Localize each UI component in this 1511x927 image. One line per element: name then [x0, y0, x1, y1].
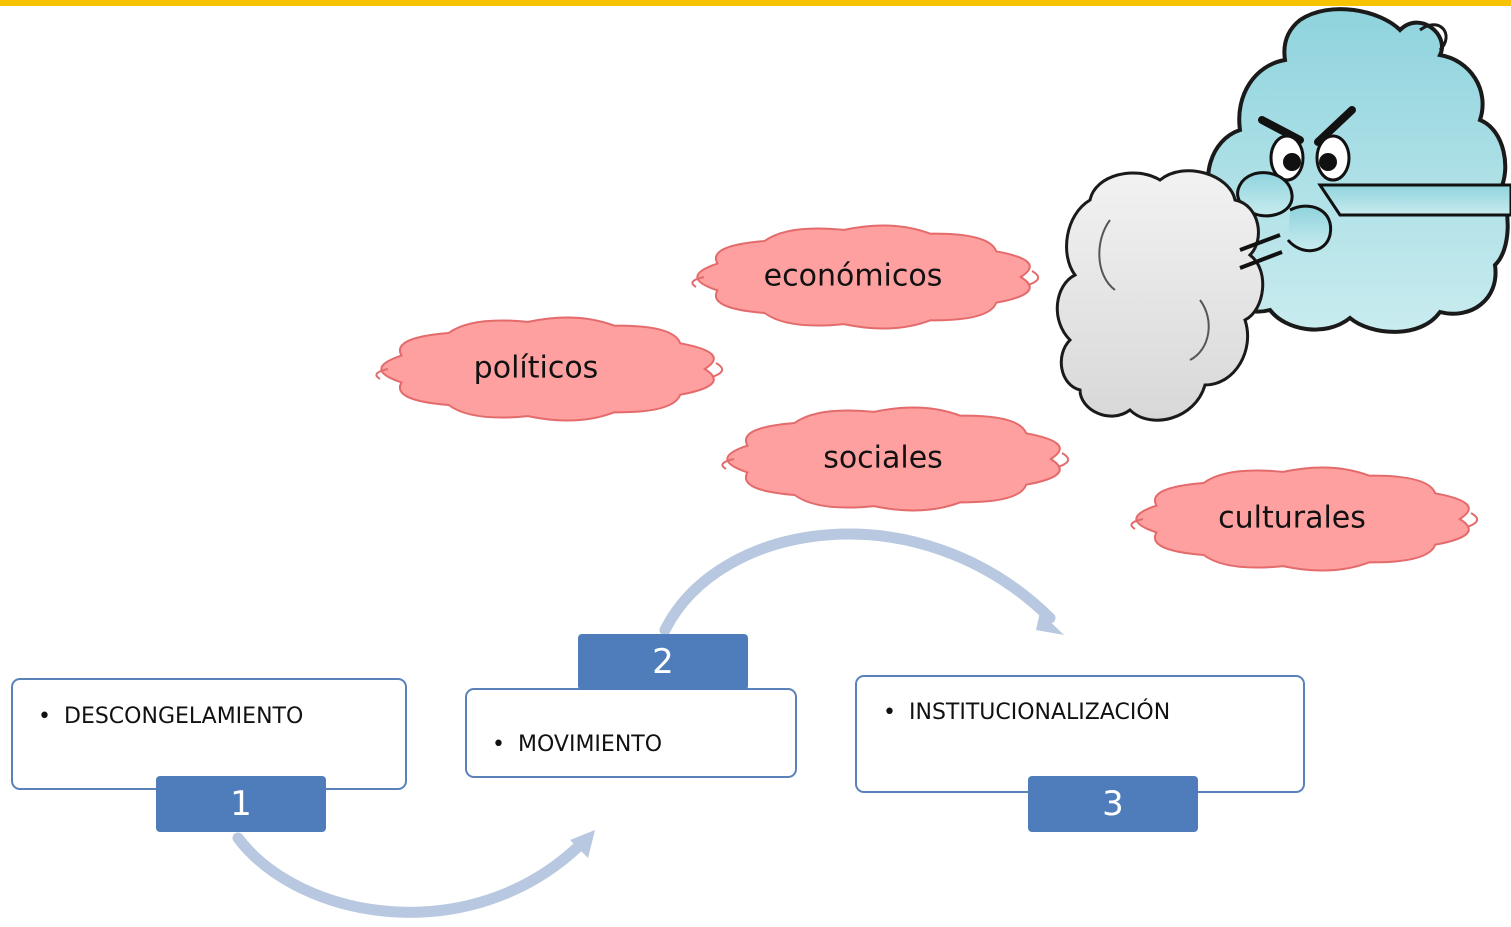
factor-cloud-2: [380, 316, 715, 422]
step-1-label: DESCONGELAMIENTO: [64, 704, 304, 729]
step-1-text: • DESCONGELAMIENTO: [38, 704, 303, 729]
factor-cloud-tail-4: [1130, 512, 1478, 530]
arrow-1-to-2: [232, 830, 595, 918]
factor-label-sociales: sociales: [823, 440, 943, 476]
top-accent-bar: [0, 0, 1511, 6]
factor-cloud-tail-3: [721, 452, 1069, 470]
factor-label-economicos: económicos: [763, 258, 943, 294]
step-3-text: • INSTITUCIONALIZACIÓN: [883, 700, 1170, 725]
step-2-label: MOVIMIENTO: [518, 732, 663, 757]
bullet-icon: •: [38, 704, 51, 729]
bullet-icon: •: [883, 700, 896, 725]
step-1-number-tab: 1: [156, 776, 326, 832]
factor-clouds: [375, 224, 1478, 572]
factor-cloud-tail-2: [375, 362, 723, 380]
factor-cloud-1: [696, 224, 1031, 330]
arrow-2-to-3: [659, 528, 1064, 636]
factor-cloud-tail-1: [691, 270, 1039, 288]
bullet-icon: •: [492, 732, 505, 757]
factor-label-politicos: políticos: [473, 350, 599, 386]
wind-blowing-cloud-icon: [1055, 7, 1511, 422]
step-1-box: [11, 678, 407, 790]
step-2-box: [465, 688, 797, 778]
factor-cloud-3: [726, 406, 1061, 512]
factor-cloud-4: [1135, 466, 1470, 572]
step-3-label: INSTITUCIONALIZACIÓN: [909, 700, 1171, 725]
step-2-number-tab: 2: [578, 634, 748, 690]
step-3-box: [855, 675, 1305, 793]
factor-label-culturales: culturales: [1218, 500, 1366, 536]
step-2-text: • MOVIMIENTO: [492, 732, 662, 757]
step-3-number-tab: 3: [1028, 776, 1198, 832]
